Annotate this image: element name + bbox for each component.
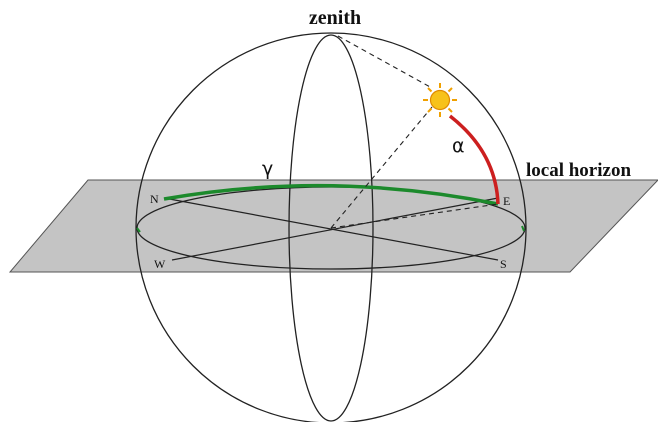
- dashed-center-to-horizon-point: [330, 203, 499, 229]
- west-east-line: [171, 197, 499, 261]
- zenith-label: zenith: [309, 7, 361, 29]
- sun-icon: [423, 83, 457, 117]
- local-horizon-plane: [8, 179, 658, 273]
- north-south-line: [163, 197, 499, 261]
- local-horizon-label: local horizon: [526, 160, 631, 181]
- altitude-symbol: α: [452, 135, 465, 157]
- azimuth-arc-tick-left: [136, 227, 141, 233]
- azimuth-arc: [163, 183, 499, 206]
- azimuth-symbol: γ: [262, 158, 273, 180]
- altitude-arc: [448, 114, 500, 205]
- meridian-ellipse: [288, 34, 374, 422]
- celestial-sphere: [135, 32, 527, 422]
- direction-east-label: E: [503, 194, 510, 208]
- direction-west-label: W: [154, 257, 166, 271]
- azimuth-arc-tick-right: [521, 225, 525, 232]
- direction-south-label: S: [500, 257, 507, 271]
- direction-north-label: N: [150, 192, 159, 206]
